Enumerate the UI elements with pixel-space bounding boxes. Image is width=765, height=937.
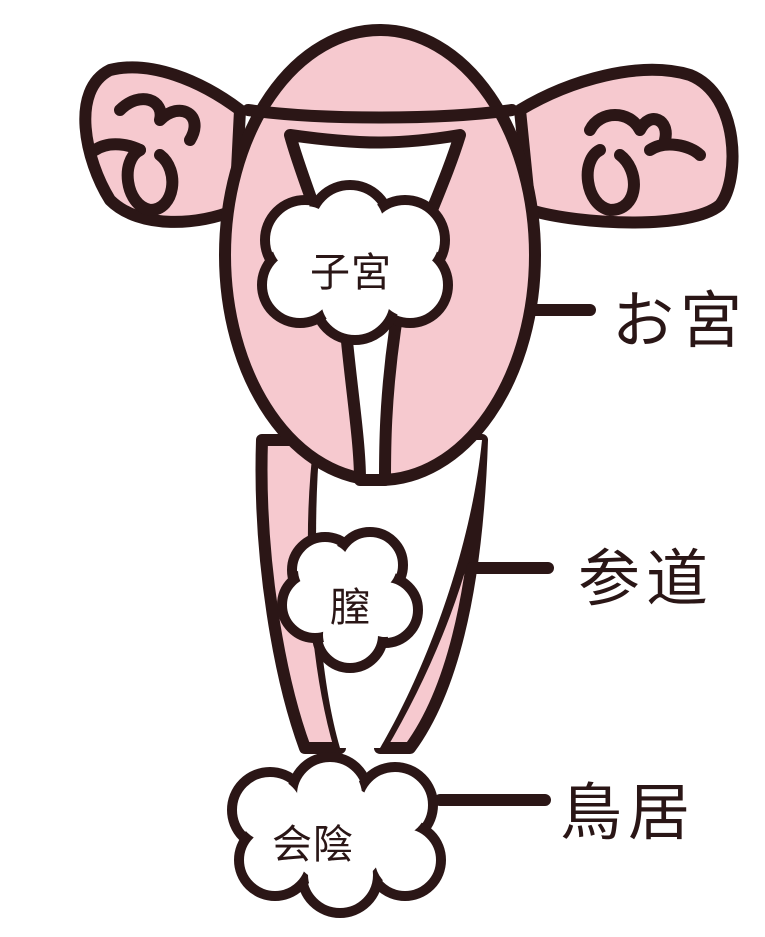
vagina-wall (374, 434, 488, 754)
label-uterus: 子宮 (310, 250, 392, 296)
label-perineum: 会陰 (272, 822, 354, 868)
cloud-uterus (257, 180, 453, 345)
label-vagina: 膣 (330, 585, 371, 631)
cloud-vagina (277, 527, 423, 673)
cloud-perineum (227, 752, 446, 918)
right-ovary (514, 63, 739, 229)
label-torii: 鳥居 (560, 776, 697, 849)
label-approach: 参道 (578, 542, 715, 615)
label-shrine: お宮 (612, 284, 749, 357)
